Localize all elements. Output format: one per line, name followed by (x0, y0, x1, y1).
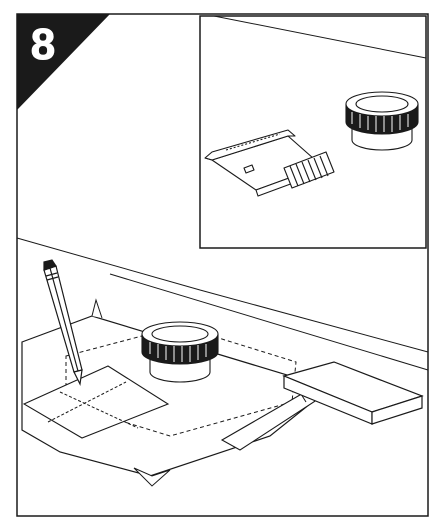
main-illustration (16, 237, 429, 487)
loupe-icon-main (141, 321, 219, 383)
step-badge-icon (17, 14, 110, 110)
film-clip-icon (204, 129, 335, 197)
pencil-icon (43, 259, 83, 386)
inset-table-edge (213, 15, 427, 59)
table-edge-back (16, 237, 201, 291)
step-number: 8 (30, 20, 56, 70)
weight-block-icon (282, 361, 424, 425)
loupe-icon (345, 91, 419, 151)
inset-illustration (199, 15, 427, 249)
